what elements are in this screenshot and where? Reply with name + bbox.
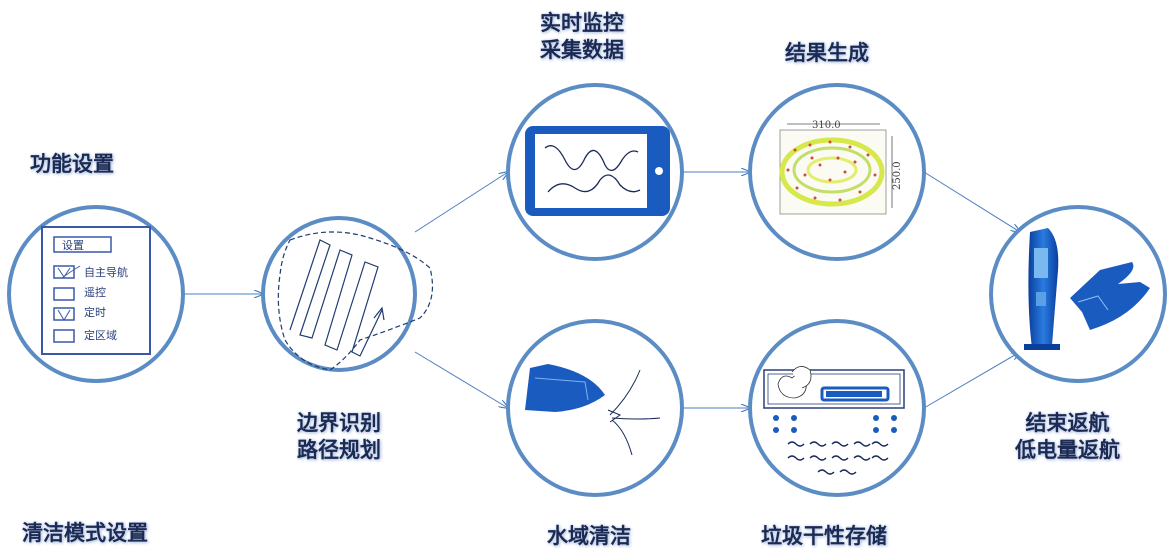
label-water-cleaning: 水域清洁 [547, 524, 631, 548]
storage-illustration [763, 366, 905, 475]
arrow-path-to-monitor [414, 172, 508, 233]
result-map: 310.0 250.0 [779, 120, 903, 215]
settings-item-autonav: 自主导航 [84, 265, 128, 279]
settings-item-remote: 遥控 [84, 285, 106, 299]
label-monitor-collect: 实时监控 采集数据 [540, 11, 624, 62]
cleaning-illustration [525, 364, 661, 456]
settings-panel: 设置 自主导航 遥控 定时 定区域 [41, 226, 151, 355]
settings-title: 设置 [62, 239, 84, 252]
label-return: 结束返航 低电量返航 [1015, 411, 1120, 462]
path-planning-illustration [277, 231, 433, 371]
arrows [184, 172, 1020, 408]
label-cleaning-mode-settings: 清洁模式设置 [22, 521, 148, 545]
arrow-storage-to-return [923, 352, 1020, 409]
label-garbage-storage: 垃圾干性存储 [761, 524, 887, 548]
arrow-result-to-return [923, 171, 1020, 232]
map-height-label: 250.0 [892, 161, 903, 190]
circle-path-planning [261, 216, 417, 372]
circle-cleaning [506, 319, 684, 497]
settings-item-area: 定区域 [84, 328, 117, 342]
label-boundary-path: 边界识别 路径规划 [297, 411, 381, 462]
arrow-path-to-cleaning [414, 351, 508, 408]
map-width-label: 310.0 [812, 120, 841, 131]
label-result-generation: 结果生成 [785, 41, 869, 65]
label-function-settings: 功能设置 [30, 152, 114, 176]
tablet-icon [525, 126, 670, 216]
charging-station-illustration [1024, 228, 1150, 350]
settings-item-timer: 定时 [84, 305, 106, 319]
